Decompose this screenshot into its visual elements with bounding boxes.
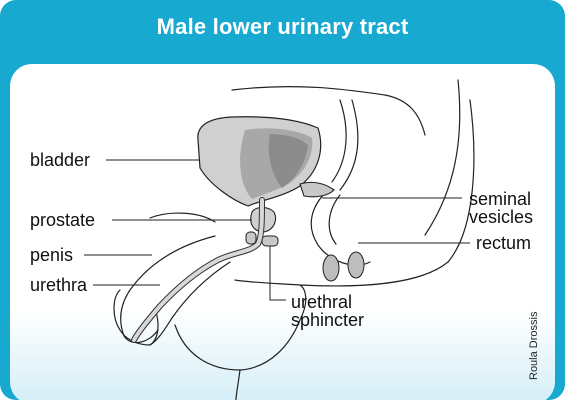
rectum-wall-inner — [329, 195, 340, 244]
rectum-upper-2 — [340, 100, 358, 190]
rectum-upper — [332, 100, 346, 182]
label-seminal-1: seminal — [469, 189, 531, 209]
seminal-vesicles-shape — [300, 182, 334, 196]
sphincter-shape-2 — [246, 232, 256, 244]
scrotum-outline — [175, 285, 306, 370]
urethra-lumen — [134, 200, 262, 340]
label-urethra: urethra — [30, 275, 87, 295]
artist-credit: Roula Drossis — [528, 312, 540, 380]
groin-outline — [150, 213, 215, 222]
thigh-outline — [236, 370, 240, 400]
label-prostate: prostate — [30, 210, 95, 230]
sphincter-shape — [262, 236, 278, 246]
rectum-left-shape — [323, 255, 339, 281]
penis-outline — [121, 236, 215, 343]
rectum-right-shape — [348, 252, 364, 278]
inner-curve — [425, 80, 460, 235]
label-sphincter-2: sphincter — [291, 310, 364, 330]
sphincter-leader — [270, 246, 286, 300]
label-sphincter-1: urethral — [291, 292, 352, 312]
label-penis: penis — [30, 245, 73, 265]
label-rectum: rectum — [476, 233, 531, 253]
rectum-wall-outer — [311, 190, 370, 265]
label-bladder: bladder — [30, 150, 90, 170]
label-seminal-2: vesicles — [469, 207, 533, 227]
